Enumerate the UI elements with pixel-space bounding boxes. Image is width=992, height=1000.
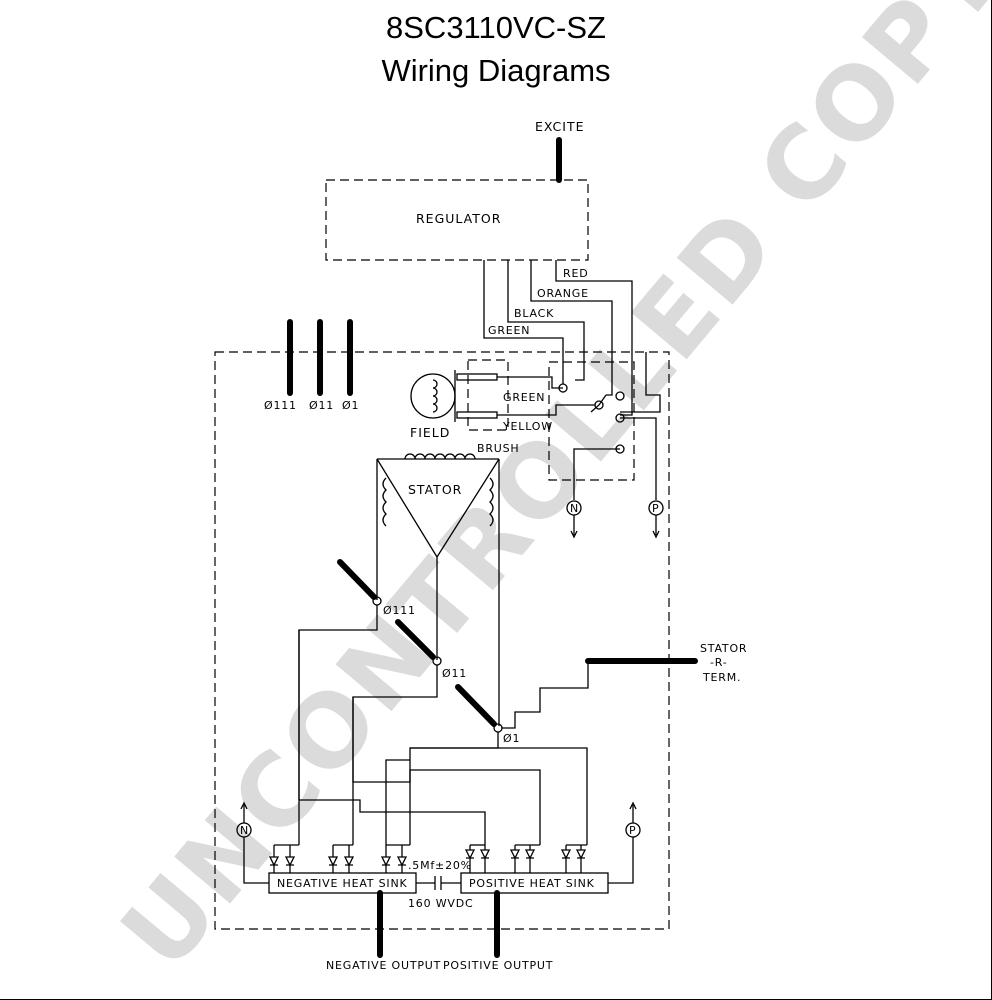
phase-1-top-label: Ø1 (342, 399, 359, 412)
phase-11-top-label: Ø11 (309, 399, 334, 412)
brush-label: BRUSH (477, 442, 520, 455)
pos-output-label: POSITIVE OUTPUT (443, 959, 553, 972)
phase-111-lead (337, 559, 377, 600)
n-label-top: N (570, 502, 579, 515)
pos-heat-sink-label: POSITIVE HEAT SINK (469, 877, 595, 890)
phase-1-lead (455, 684, 497, 727)
phase-11-label: Ø11 (442, 667, 467, 680)
p-label-bottom: P (629, 824, 636, 837)
capacitor-voltage-label: 160 WVDC (408, 897, 473, 910)
regulator-box (325, 179, 589, 261)
neg-heat-sink-label: NEGATIVE HEAT SINK (277, 877, 408, 890)
rectifier-wiring (274, 605, 588, 846)
wire-green-field-label: GREEN (503, 391, 545, 404)
diagram-heading: Wiring Diagrams (381, 53, 611, 88)
terminal-block (548, 361, 635, 481)
stator-r-wire (502, 661, 589, 729)
part-number-title: 8SC3110VC-SZ (386, 10, 606, 45)
watermark: UNCONTROLLED COPY (99, 0, 992, 990)
alternator-housing (214, 351, 670, 930)
stator-term-label-3: TERM. (702, 671, 741, 684)
wire-yellow-label: YELLOW (502, 420, 553, 433)
p-terminal-top (648, 500, 664, 539)
wire-green-label: GREEN (488, 324, 530, 337)
stator-label: STATOR (408, 482, 462, 497)
p-terminal-bottom (608, 801, 641, 884)
capacitor-label: .5Mf±20% (408, 859, 472, 872)
phase-1-node (493, 723, 503, 733)
diodes-negative (268, 845, 408, 873)
p-label-top: P (652, 502, 659, 515)
terminal-block-contacts (558, 383, 657, 500)
field-label: FIELD (410, 425, 450, 440)
diodes-positive (464, 845, 587, 873)
neg-output-label: NEGATIVE OUTPUT (326, 959, 441, 972)
regulator-label: REGULATOR (416, 211, 501, 226)
stator-term-label-1: STATOR (700, 642, 747, 655)
phase-11-lead (395, 619, 436, 660)
excite-label: EXCITE (535, 119, 585, 134)
phase-111-top-label: Ø111 (264, 399, 297, 412)
field-coil (410, 370, 595, 422)
phase-1-label: Ø1 (503, 732, 520, 745)
n-terminal-top (566, 500, 582, 539)
n-terminal-bottom (236, 801, 269, 884)
stator-winding (376, 453, 500, 726)
capacitor (416, 876, 461, 890)
regulator-leads (483, 260, 661, 416)
wire-red-label: RED (563, 267, 588, 280)
wire-black-label: BLACK (514, 307, 554, 320)
stator-term-label-2: -R- (710, 656, 728, 669)
brush-holder (467, 359, 509, 431)
n-label-bottom: N (240, 824, 249, 837)
wire-orange-label: ORANGE (537, 287, 589, 300)
phase-111-label: Ø111 (383, 604, 416, 617)
